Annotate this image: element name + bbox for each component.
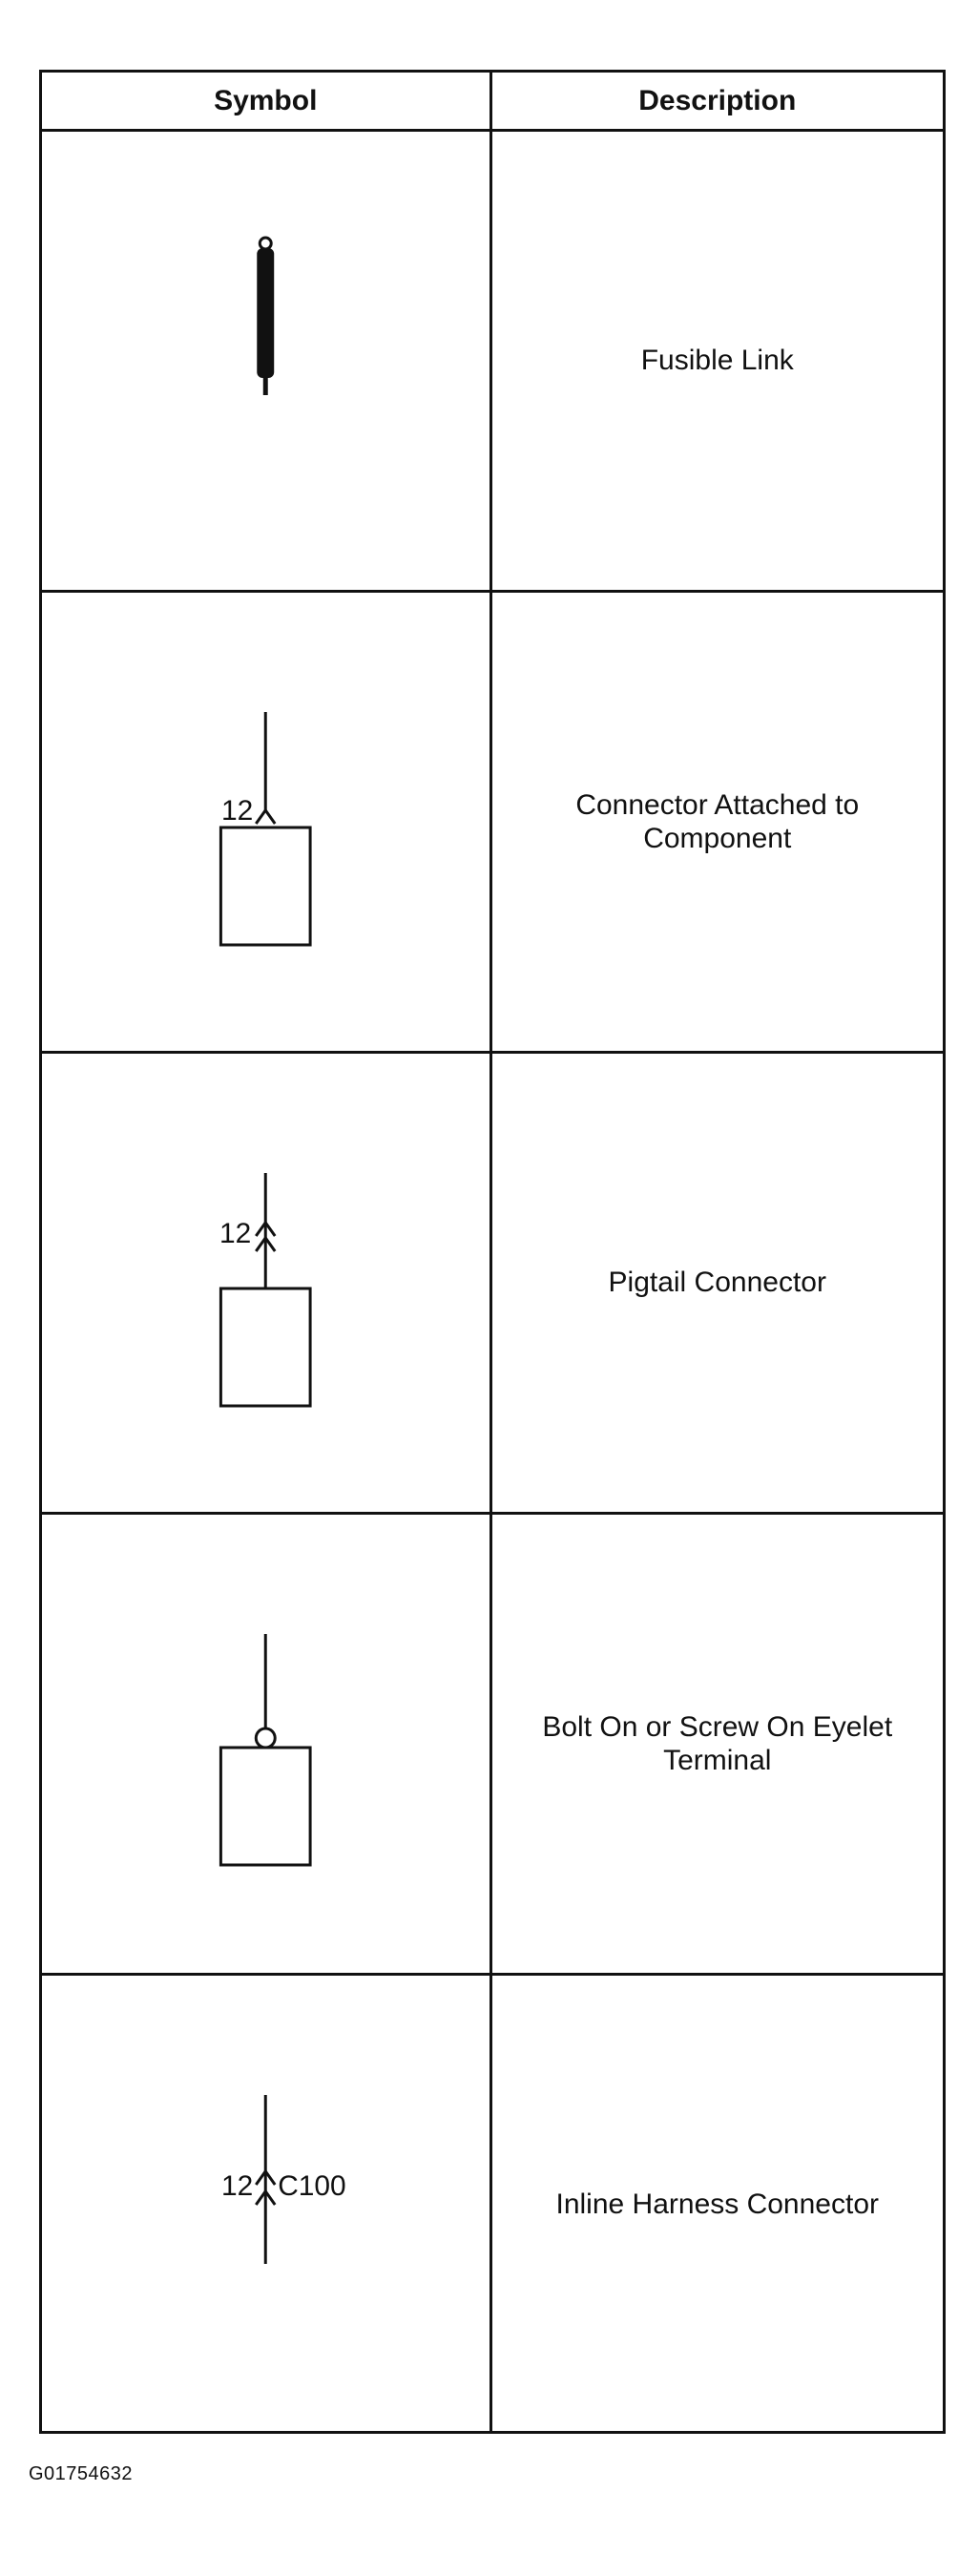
symbol-column-header: Symbol: [42, 73, 492, 132]
symbol-cell: [42, 130, 492, 592]
symbol-cell: [42, 1512, 492, 1975]
table-row: Fusible Link: [42, 130, 943, 592]
description-cell: Connector Attached to Component: [490, 590, 943, 1053]
connector-attached-to-component-icon: 12: [219, 712, 312, 947]
pin-number-label: 12: [219, 1218, 251, 1249]
description-cell: Pigtail Connector: [490, 1051, 943, 1514]
pin-number-label: 12: [221, 795, 253, 827]
symbol-cell: 12 C100: [42, 1973, 492, 2434]
symbol-legend-table: Symbol Description Fusible Link: [39, 70, 946, 2434]
fusible-link-icon: [257, 236, 275, 395]
symbol-cell: 12: [42, 590, 492, 1053]
pigtail-connector-icon: 12: [219, 1173, 312, 1408]
table-row: 12 C100 Inline Harness Connector: [42, 1973, 943, 2434]
description-cell: Inline Harness Connector: [490, 1973, 943, 2434]
symbol-table: Symbol Description Fusible Link: [42, 73, 943, 2434]
connector-id-label: C100: [278, 2170, 345, 2202]
symbol-cell: 12: [42, 1051, 492, 1514]
eyelet-terminal-icon: [219, 1634, 312, 1867]
header-row: Symbol Description: [42, 73, 943, 132]
table-row: 12 Pigtail Connector: [42, 1051, 943, 1514]
figure-code: G01754632: [29, 2463, 134, 2484]
inline-harness-connector-icon: 12 C100: [221, 2095, 346, 2264]
pin-number-label: 12: [221, 2170, 253, 2202]
description-column-header: Description: [490, 73, 943, 132]
description-cell: Bolt On or Screw On Eyelet Terminal: [490, 1512, 943, 1975]
table-row: 12 Connector Attached to Component: [42, 590, 943, 1053]
table-row: Bolt On or Screw On Eyelet Terminal: [42, 1512, 943, 1975]
description-cell: Fusible Link: [640, 345, 794, 377]
